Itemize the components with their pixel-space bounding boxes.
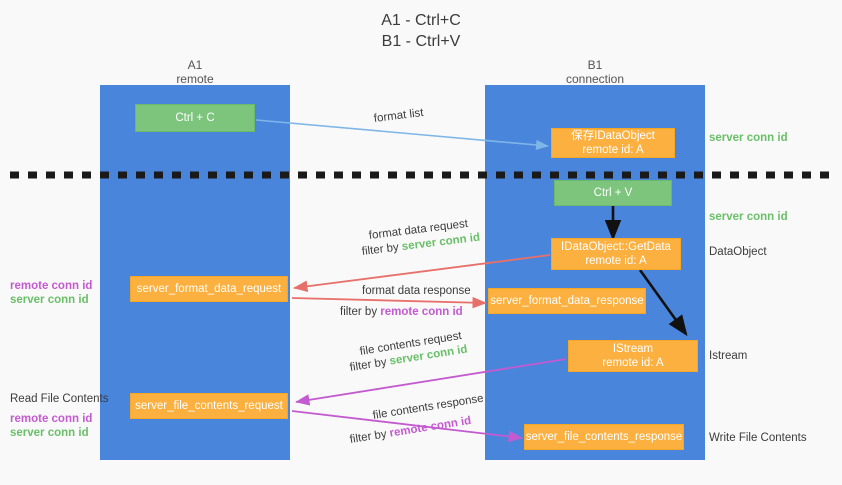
title-line-2: B1 - Ctrl+V [381,33,461,50]
column-a1-role: remote [176,72,214,86]
annotation-remote-conn-id-lower: remote conn id [10,413,93,425]
node-save-idataobject-line2: remote id: A [582,144,644,156]
node-server-format-data-request-label: server_format_data_request [136,283,282,295]
column-a1-name: A1 [187,58,203,72]
column-b1-name: B1 [587,58,603,72]
annotation-istream: Istream [709,350,748,362]
annotation-write-file-contents: Write File Contents [709,432,807,444]
annotation-server-conn-id-top: server conn id [709,132,788,144]
filter-value-remote-conn-id: remote conn id [380,306,463,318]
node-save-idataobject-line1: 保存IDataObject [571,130,655,142]
filter-prefix: filter by [348,355,391,374]
edge-label-format-data-response-filter: filter by remote conn id [340,305,463,320]
diagram-title: A1 - Ctrl+C B1 - Ctrl+V [0,10,842,52]
annotation-remote-conn-id-upper: remote conn id [10,280,93,292]
node-server-file-contents-request-label: server_file_contents_request [135,400,283,412]
edge-label-file-contents-response-filter: filter by remote conn id [349,414,473,448]
node-getdata-line2: remote id: A [585,255,647,267]
annotation-read-file-contents: Read File Contents [10,393,109,405]
node-save-idataobject[interactable]: 保存IDataObject remote id: A [551,128,675,158]
column-header-b1: B1 connection [520,58,670,86]
edge-label-format-list: format list [373,106,425,125]
node-server-format-data-response[interactable]: server_format_data_response [488,288,646,314]
node-server-format-data-request[interactable]: server_format_data_request [130,276,288,302]
annotation-server-conn-id-upper: server conn id [10,294,89,306]
column-header-a1: A1 remote [120,58,270,86]
node-istream-line2: remote id: A [602,357,664,369]
node-ctrl-c-label: Ctrl + C [175,112,215,124]
node-ctrl-c[interactable]: Ctrl + C [135,104,255,132]
edge-label-format-data-response: format data response [362,285,471,297]
node-server-format-data-response-label: server_format_data_response [490,295,644,307]
title-line-1: A1 - Ctrl+C [381,12,461,29]
node-idataobject-getdata[interactable]: IDataObject::GetData remote id: A [551,238,681,270]
node-istream-line1: IStream [612,343,654,355]
node-server-file-contents-request[interactable]: server_file_contents_request [130,393,288,419]
node-ctrl-v-label: Ctrl + V [593,187,633,199]
node-ctrl-v[interactable]: Ctrl + V [554,180,672,206]
filter-prefix: filter by [348,427,391,446]
column-b1-role: connection [565,72,625,86]
filter-prefix: filter by [340,306,381,318]
node-getdata-line1: IDataObject::GetData [561,241,671,253]
filter-prefix: filter by [361,241,403,258]
annotation-server-conn-id-lower: server conn id [10,427,89,439]
annotation-server-conn-id-second: server conn id [709,211,788,223]
node-server-file-contents-response[interactable]: server_file_contents_response [524,424,684,450]
annotation-dataobject: DataObject [709,246,767,258]
node-server-file-contents-response-label: server_file_contents_response [525,431,683,443]
node-istream[interactable]: IStream remote id: A [568,340,698,372]
